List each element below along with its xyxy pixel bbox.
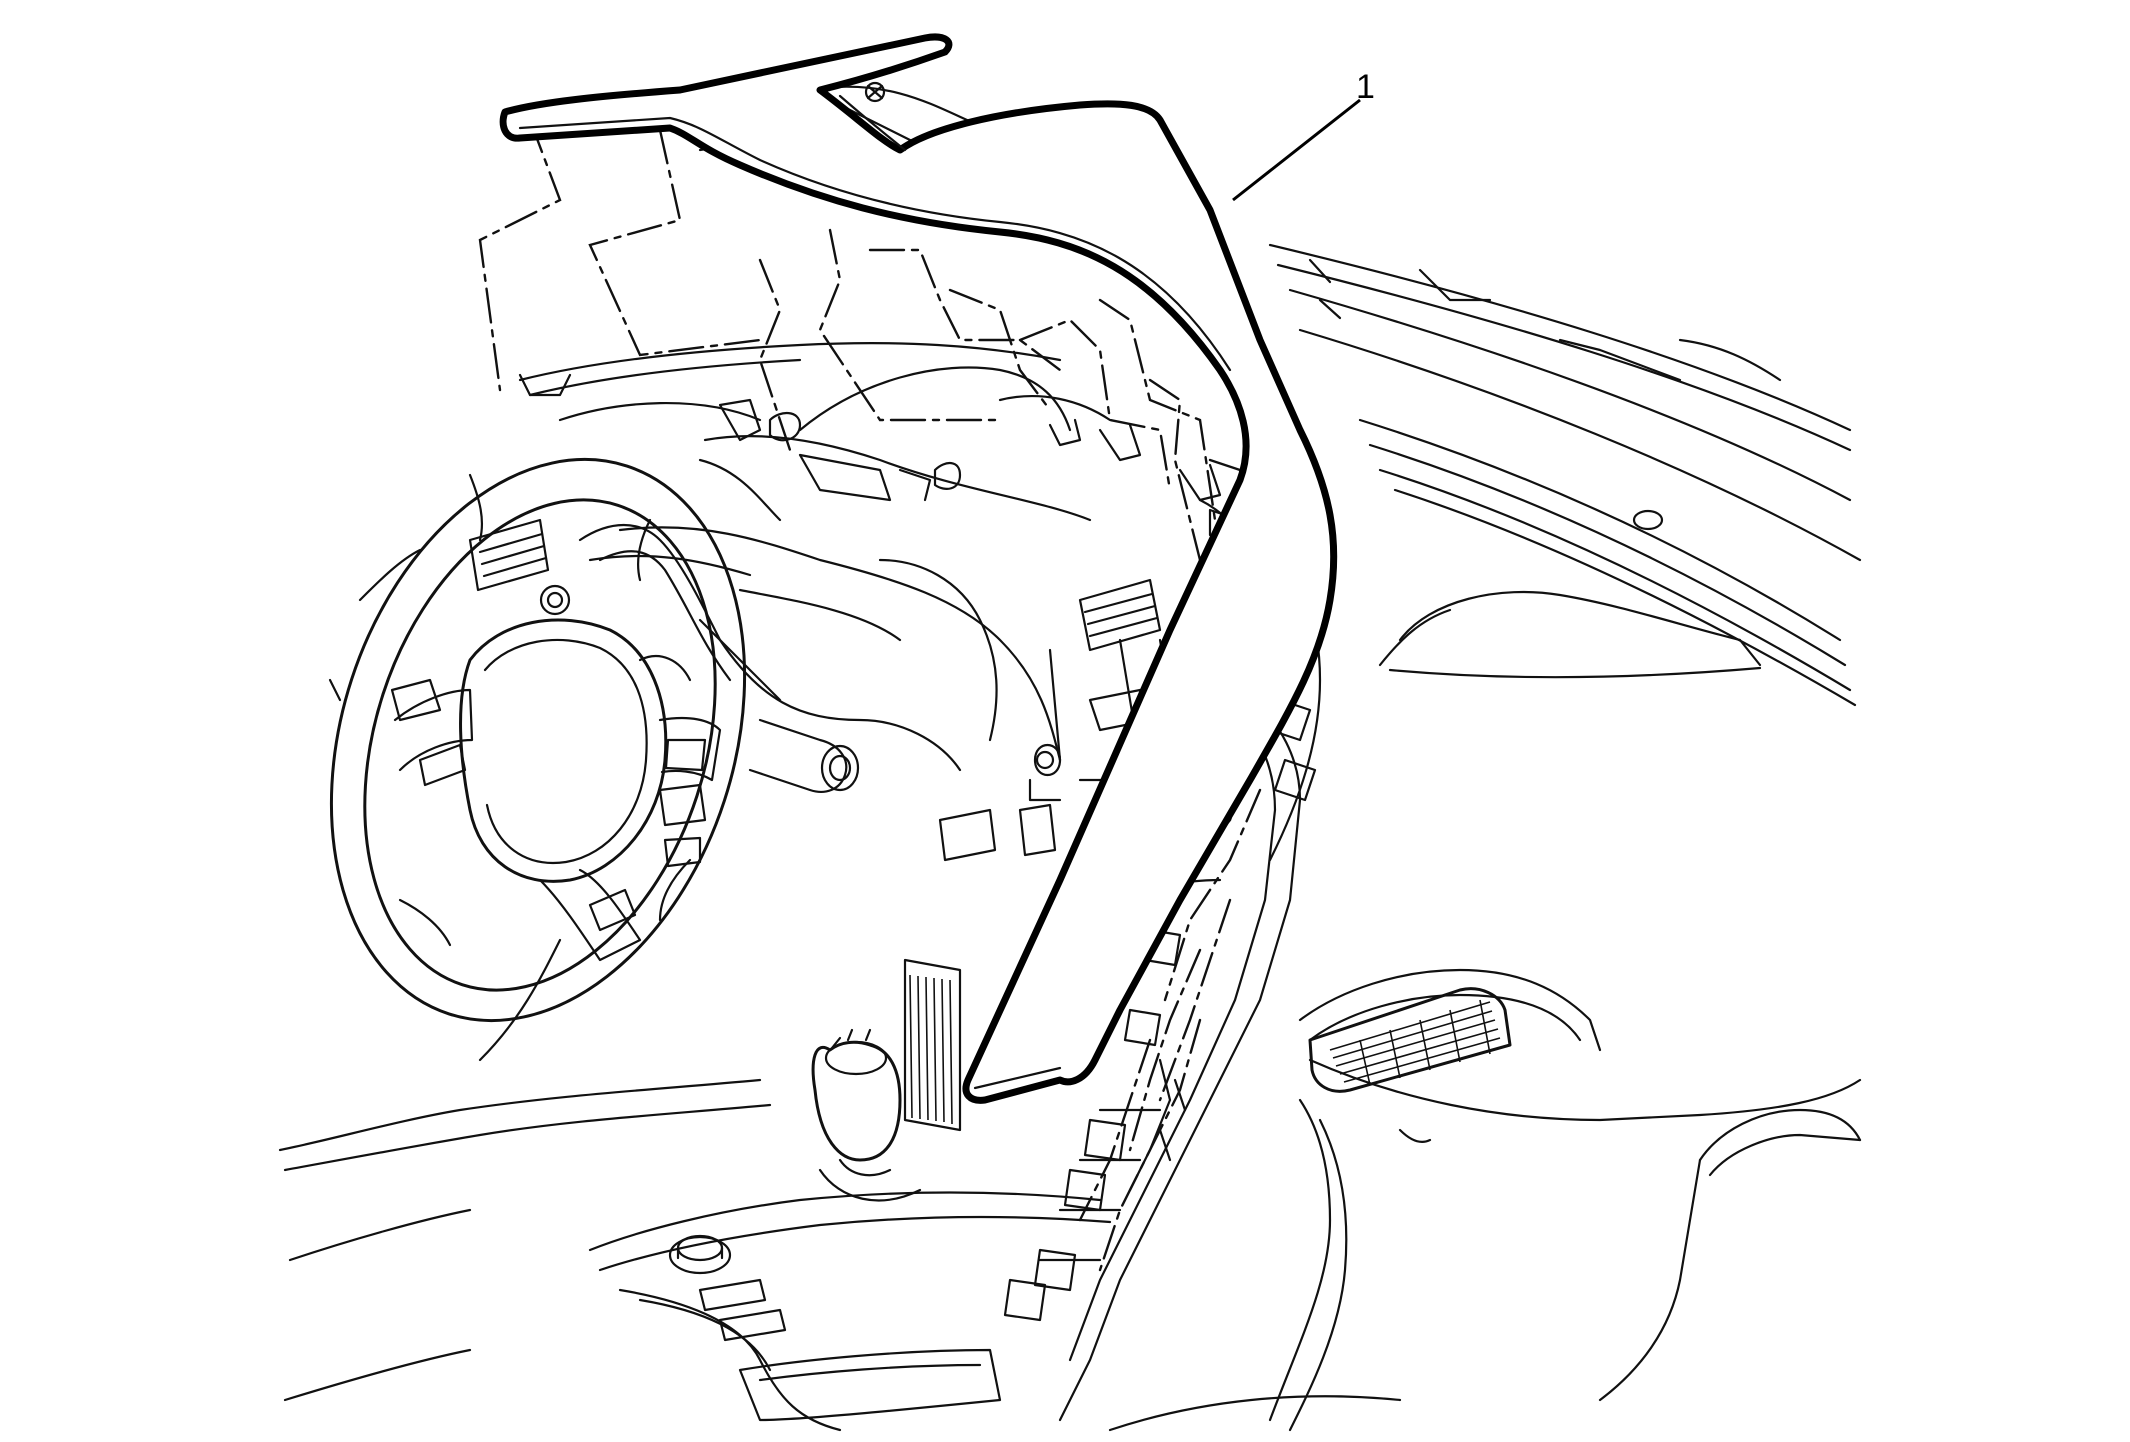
callout-1-leader-line xyxy=(1232,98,1361,202)
a-pillar-trim-panel xyxy=(499,33,1338,1104)
left-door-trim xyxy=(278,548,772,1402)
steering-wheel xyxy=(329,457,747,1023)
shift-lever xyxy=(811,958,962,1202)
callout-1: 1 xyxy=(1232,68,1375,202)
center-console xyxy=(588,1191,1112,1432)
steering-column xyxy=(638,618,860,793)
callout-1-label: 1 xyxy=(1356,68,1375,106)
cowl-defroster-strip xyxy=(1268,243,1862,707)
passenger-dash-vent xyxy=(1108,968,1862,1432)
